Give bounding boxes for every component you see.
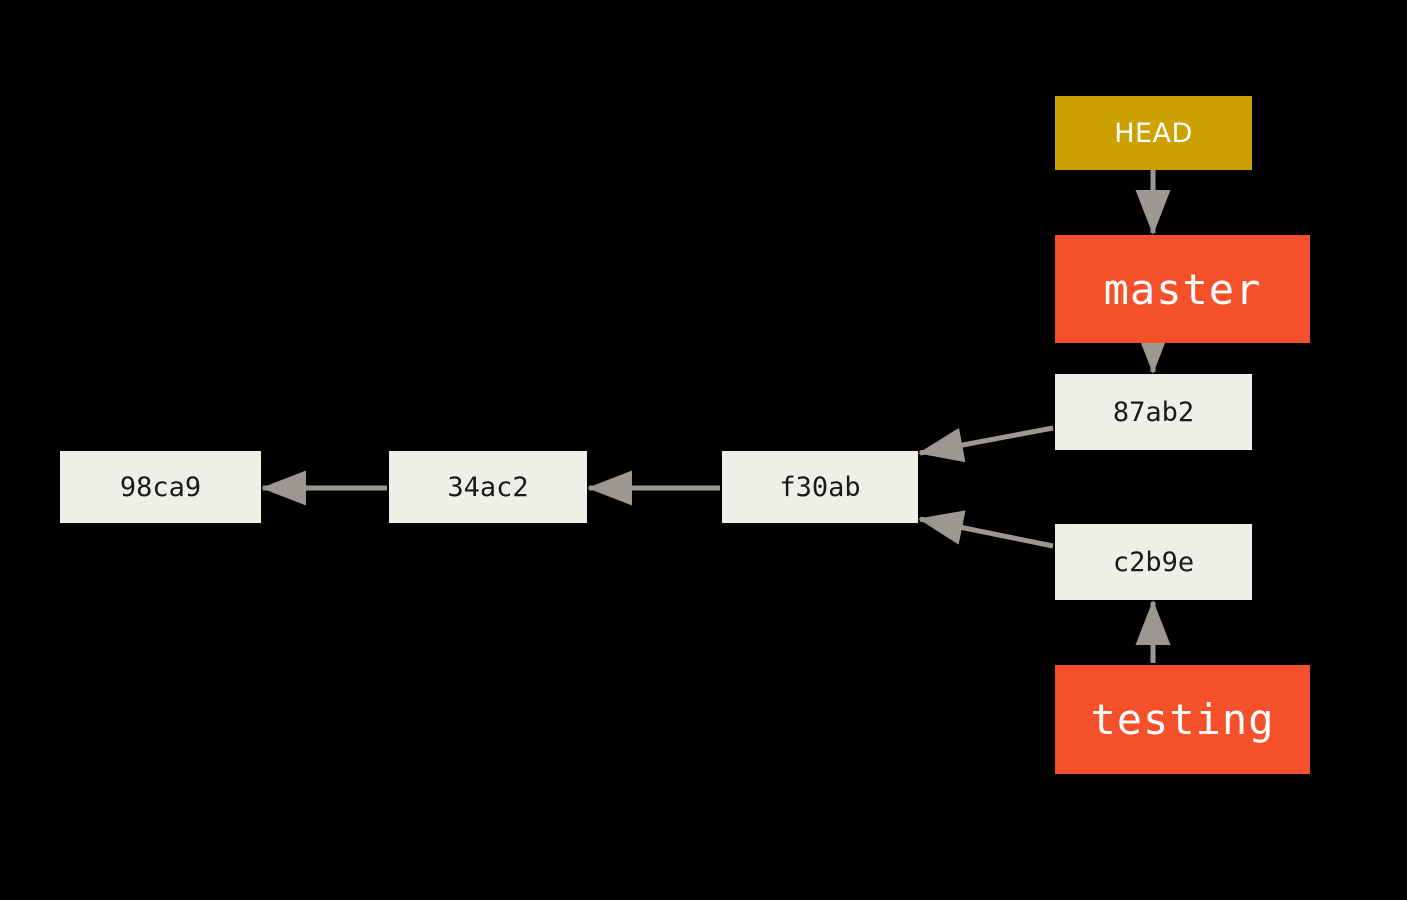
node-head[interactable]: HEAD (1055, 96, 1252, 170)
node-branch-master-label: master (1103, 264, 1262, 314)
node-commit-c2b9e[interactable]: c2b9e (1055, 524, 1252, 600)
node-commit-f30ab-label: f30ab (779, 471, 861, 503)
node-head-label: HEAD (1114, 117, 1193, 149)
node-commit-34ac2-label: 34ac2 (447, 471, 529, 503)
node-commit-98ca9-label: 98ca9 (119, 471, 202, 503)
node-branch-master[interactable]: master (1055, 235, 1310, 343)
edge-87ab2-to-f30ab (918, 425, 1054, 463)
node-commit-98ca9[interactable]: 98ca9 (60, 451, 261, 523)
node-branch-testing[interactable]: testing (1055, 665, 1310, 774)
node-branch-testing-label: testing (1090, 695, 1275, 744)
node-commit-87ab2-label: 87ab2 (1112, 396, 1195, 428)
node-commit-f30ab[interactable]: f30ab (722, 451, 918, 523)
node-commit-c2b9e-label: c2b9e (1112, 546, 1195, 578)
edge-c2b9e-to-f30ab (918, 510, 1054, 549)
node-commit-87ab2[interactable]: 87ab2 (1055, 374, 1252, 450)
node-commit-34ac2[interactable]: 34ac2 (389, 451, 587, 523)
